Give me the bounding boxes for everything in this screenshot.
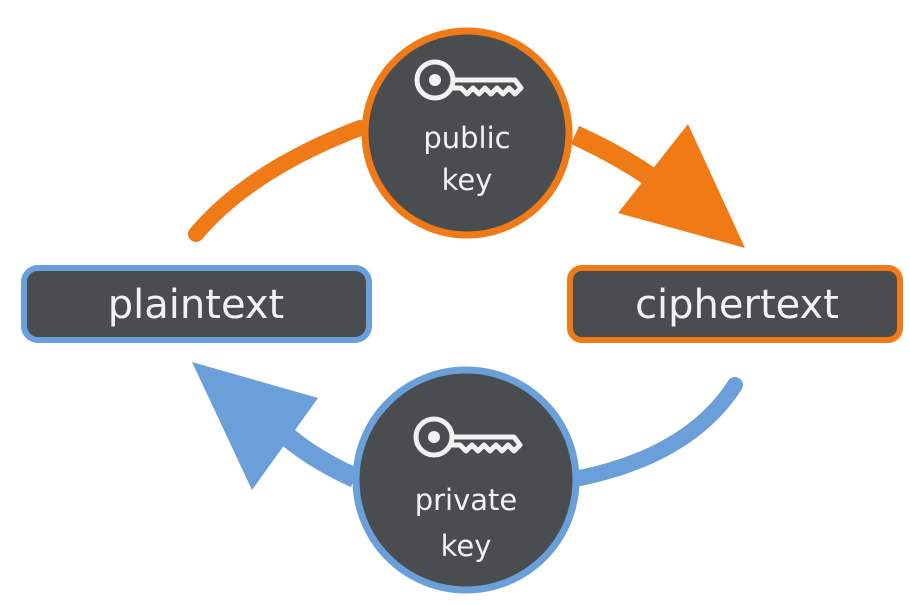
decrypt-arc (572, 377, 743, 486)
public-key-node: public key (361, 27, 573, 239)
private-key-label-line2: key (441, 529, 492, 563)
private-key-circle (352, 366, 580, 594)
encrypt-arrow (188, 120, 745, 248)
decrypt-arrowhead (192, 362, 318, 490)
public-key-label-line1: public (423, 121, 510, 155)
ciphertext-label: ciphertext (635, 282, 839, 328)
decrypt-arrow (192, 362, 743, 490)
encrypt-arrowhead (618, 124, 745, 248)
private-key-label-line1: private (415, 483, 518, 517)
encrypt-arc (188, 120, 368, 242)
plaintext-label: plaintext (108, 282, 284, 328)
plaintext-box (21, 265, 372, 343)
plaintext-node: plaintext (21, 265, 372, 343)
public-key-label-line2: key (442, 163, 493, 197)
private-key-node: private key (352, 366, 580, 594)
ciphertext-box (567, 265, 903, 343)
ciphertext-node: ciphertext (567, 265, 903, 343)
key-icon (413, 416, 523, 458)
key-icon (414, 59, 524, 101)
